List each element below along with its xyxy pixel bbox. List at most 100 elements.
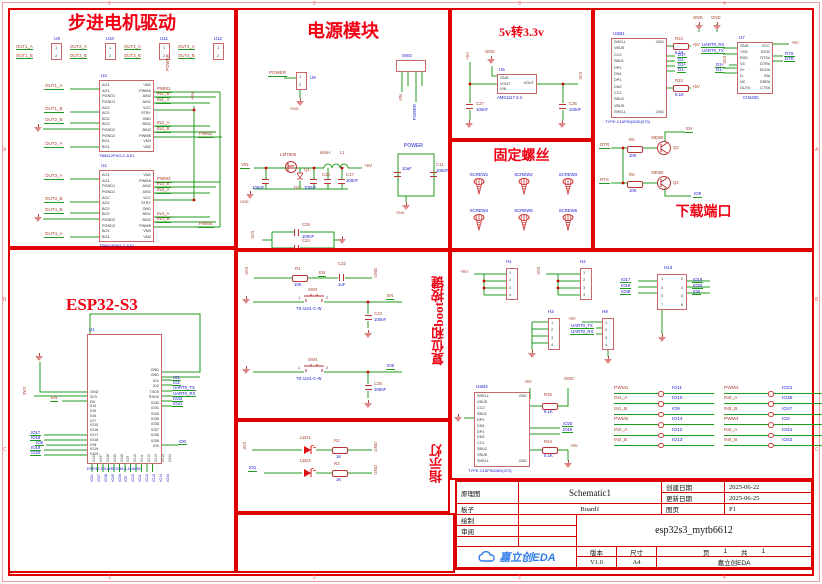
net-label[interactable]: IO42 [172,396,184,403]
resistor-symbol[interactable] [332,447,348,454]
net-label[interactable]: OUT4_B [44,207,64,214]
resistor-symbol[interactable] [332,470,348,477]
capacitor-symbol[interactable] [365,315,372,320]
power-flag-3v3[interactable]: 3V3 [22,387,27,396]
net-label[interactable]: IO48 [620,289,632,296]
capacitor-symbol[interactable] [294,229,299,236]
net-label[interactable]: D1+ [677,52,688,59]
net-label-rts[interactable]: RTS [599,177,610,184]
screw[interactable]: SCREW5 [505,208,543,236]
gnd-symbol[interactable] [558,120,567,129]
power-flag-5v[interactable]: +5V [524,379,532,384]
net-label[interactable]: UART0_TX [701,48,725,55]
gnd-flag[interactable]: GND [373,442,378,452]
capacitor-symbol[interactable] [430,172,437,177]
net-label-en[interactable]: EN [386,293,395,300]
gnd-symbol[interactable] [465,120,474,129]
net-label[interactable]: IO20 [30,450,42,457]
regulator-label[interactable]: LM7805 [280,152,297,157]
gnd-flag[interactable]: GND [485,49,495,54]
filter-label[interactable]: POWER [404,143,423,149]
capacitor-symbol[interactable] [394,172,401,177]
net-label[interactable]: IO17 [30,430,42,437]
transistor-symbol[interactable] [656,175,672,191]
capacitor-symbol[interactable] [339,274,344,281]
capacitor-symbol[interactable] [338,179,345,184]
capacitor-symbol[interactable] [262,179,269,184]
net-label[interactable]: DTR [784,56,795,63]
power-switch[interactable] [396,60,426,72]
net-label[interactable]: IO41 [172,401,184,408]
gnd-symbol[interactable] [454,414,463,423]
power-flag-5v[interactable]: +5V [692,42,700,47]
gnd-flag[interactable]: GND [373,465,378,475]
gnd-symbol[interactable] [487,56,496,65]
power-flag-3v3[interactable]: 3V3 [536,267,541,275]
gnd-symbol[interactable] [713,22,722,31]
power-flag-3v3[interactable]: 3V3 [244,267,249,275]
screw[interactable]: SCREW6 [549,208,587,236]
net-label[interactable]: OUT4_A [44,231,64,238]
gnd-flag[interactable]: GND [693,15,703,20]
gnd-symbol[interactable] [695,22,704,31]
section-title[interactable]: 5v转3.3v [498,25,545,39]
power-flag-3v3[interactable]: 3V3 [250,231,255,239]
net-label[interactable]: IO20 [562,421,574,428]
net-label[interactable]: UART0_RX [701,42,726,49]
led-symbol[interactable] [302,445,316,455]
screw[interactable]: SCREW3 [549,172,587,200]
section-title[interactable]: 指示灯 [429,444,444,483]
gnd-symbol[interactable] [364,330,373,339]
net-label[interactable]: PWM4 [198,221,214,228]
net-label[interactable]: IN1_B [156,91,171,98]
net-label[interactable]: IN4_B [156,216,171,223]
resistor-symbol[interactable] [542,447,558,454]
net-label[interactable]: UART0_RX [570,329,595,336]
capacitor-symbol[interactable] [559,104,566,109]
resistor-symbol[interactable] [627,181,643,188]
power-flag-5v[interactable]: +5V [465,52,470,60]
capacitor-symbol[interactable] [310,179,317,184]
power-flag-5v[interactable]: +5V [568,316,576,321]
net-label[interactable]: UART0_TX [172,385,196,392]
gnd-symbol[interactable] [338,236,347,245]
capacitor-symbol[interactable] [466,104,473,109]
capacitor-symbol[interactable] [365,385,372,390]
net-label[interactable]: OUT2_A [44,141,64,148]
resistor-symbol[interactable] [627,146,643,153]
section-title[interactable]: 固定螺丝 [493,149,550,164]
net-label[interactable]: D1- [715,67,724,74]
net-label[interactable]: PWM2 [198,131,214,138]
net-label[interactable]: UART0_TX [570,323,594,330]
section-title[interactable]: 电源模块 [307,21,379,41]
net-label-vin[interactable]: VIN [240,162,250,169]
net-label[interactable]: OUT1_A [44,83,64,90]
net-label[interactable]: IO19 [562,427,574,434]
transistor-symbol[interactable] [656,140,672,156]
net-label[interactable]: OUT2_B [44,117,64,124]
gnd-flag[interactable]: GND [711,15,721,20]
net-label[interactable]: IO2 [172,380,181,387]
net-label[interactable]: IN2_A [156,120,171,127]
net-label[interactable]: OUT1_B [44,106,64,113]
gnd-symbol[interactable] [246,191,255,200]
power-flag-5v[interactable]: +5V [692,84,700,89]
power-flag-5v[interactable]: +5V [460,269,469,274]
